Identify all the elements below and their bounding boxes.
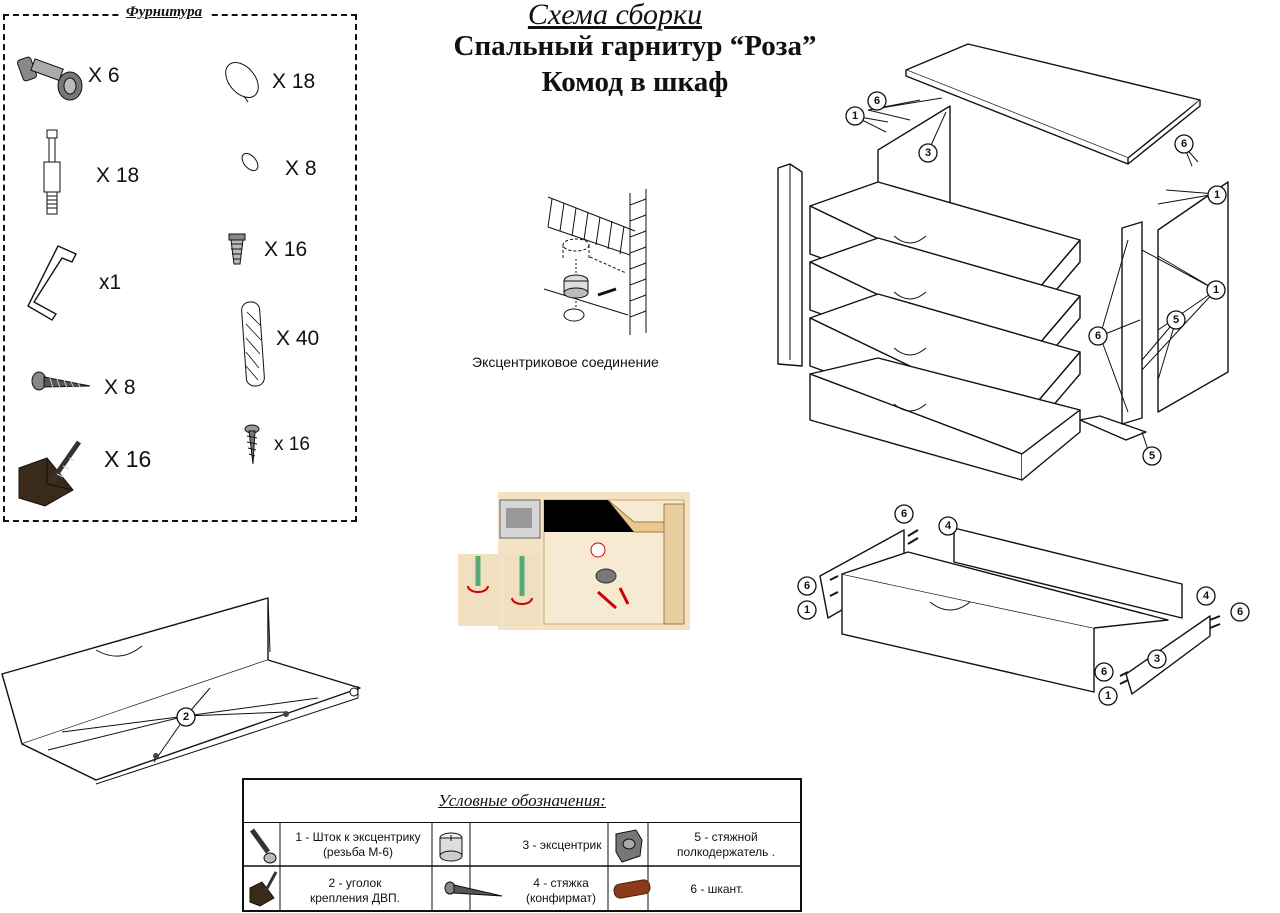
cam-connection-illustration bbox=[543, 189, 647, 335]
svg-text:1: 1 bbox=[1213, 284, 1219, 296]
svg-text:1: 1 bbox=[804, 604, 810, 616]
long-bolt-icon bbox=[43, 129, 61, 215]
callout-six-d: 6 bbox=[1094, 662, 1114, 682]
corner-bracket-icon bbox=[18, 440, 82, 507]
svg-text:1: 1 bbox=[852, 110, 858, 122]
svg-text:4: 4 bbox=[1203, 590, 1210, 602]
hex-key-icon bbox=[27, 245, 77, 321]
svg-text:6: 6 bbox=[874, 95, 880, 107]
svg-text:3: 3 bbox=[925, 147, 931, 159]
callout-six-b: 6 bbox=[797, 576, 817, 596]
svg-text:1: 1 bbox=[1105, 690, 1111, 702]
legend-item-2: 2 - уголок крепления ДВП. bbox=[280, 876, 430, 906]
corner-bracket-legend-icon bbox=[249, 871, 278, 907]
legend-item-6-line1: 6 - шкант. bbox=[690, 882, 744, 896]
svg-text:6: 6 bbox=[901, 508, 907, 520]
cam-assembly-photo bbox=[458, 492, 690, 630]
furniture-set-title: Спальный гарнитур “Роза” bbox=[453, 30, 817, 62]
legend-item-4-line1: 4 - стяжка bbox=[533, 876, 589, 890]
legend-item-4-line2: (конфирмат) bbox=[525, 891, 597, 905]
qty-long-bolt: X 18 bbox=[96, 164, 140, 187]
callout-four-b: 4 bbox=[1196, 586, 1216, 606]
svg-text:6: 6 bbox=[1095, 330, 1101, 342]
dresser-exploded-view: 6 1 3 6 1 1 5 6 5 bbox=[777, 43, 1229, 481]
qty-dowel: X 40 bbox=[276, 327, 320, 350]
callout-three-top: 3 bbox=[918, 143, 938, 163]
legend-item-3: 3 - эксцентрик bbox=[514, 838, 610, 853]
hardware-title: Фурнитура bbox=[120, 4, 209, 21]
callout-six-right: 6 bbox=[1174, 134, 1194, 154]
callout-five-bottom: 5 bbox=[1142, 446, 1162, 466]
qty-small-cap: X 8 bbox=[285, 157, 317, 180]
svg-text:4: 4 bbox=[945, 520, 952, 532]
svg-text:6: 6 bbox=[1101, 666, 1107, 678]
furniture-item-title: Комод в шкаф bbox=[541, 66, 729, 98]
legend-item-5: 5 - стяжной полкодержатель . bbox=[652, 830, 800, 860]
confirmat-legend-icon bbox=[444, 881, 503, 897]
svg-text:5: 5 bbox=[1173, 314, 1179, 326]
legend-title: Условные обозначения: bbox=[244, 780, 800, 823]
legend-item-1: 1 - Шток к эксцентрику (резьба М-6) bbox=[284, 830, 432, 860]
callout-one-right: 1 bbox=[1207, 185, 1227, 205]
qty-short-screw: X 16 bbox=[264, 238, 308, 261]
eccentric-rod-icon bbox=[17, 56, 83, 101]
callout-five-side: 5 bbox=[1166, 310, 1186, 330]
legend-item-2-line2: крепления ДВП. bbox=[309, 891, 401, 905]
legend-item-6: 6 - шкант. bbox=[652, 882, 782, 897]
svg-text:6: 6 bbox=[1181, 138, 1187, 150]
svg-text:6: 6 bbox=[1237, 606, 1243, 618]
drawer-exploded-view: 6 4 6 1 4 6 3 6 1 bbox=[797, 504, 1250, 706]
short-screw-icon bbox=[228, 233, 246, 265]
callout-six-side: 6 bbox=[1088, 326, 1108, 346]
eccentric-rod-legend-icon bbox=[249, 828, 277, 864]
qty-cap: X 18 bbox=[272, 70, 316, 93]
callout-one-b: 1 bbox=[797, 600, 817, 620]
callout-one-side: 1 bbox=[1206, 280, 1226, 300]
svg-text:5: 5 bbox=[1149, 450, 1155, 462]
legend-item-1-line1: 1 - Шток к эксцентрику bbox=[295, 830, 421, 844]
wood-screw-icon bbox=[244, 424, 260, 465]
qty-confirmat-screw: X 8 bbox=[104, 376, 136, 399]
shelf-holder-legend-icon bbox=[615, 829, 643, 863]
callout-six-c: 6 bbox=[1230, 602, 1250, 622]
svg-text:1: 1 bbox=[1214, 189, 1220, 201]
svg-text:2: 2 bbox=[183, 711, 189, 723]
callout-two: 2 bbox=[176, 707, 196, 727]
eccentric-legend-icon bbox=[439, 832, 463, 862]
legend-table: Условные обозначения: 1 - Шток к эксцент… bbox=[242, 778, 802, 912]
legend-item-1-line2: (резьба М-6) bbox=[322, 845, 394, 859]
qty-wood-screw: x 16 bbox=[274, 434, 310, 455]
confirmat-screw-icon bbox=[31, 371, 91, 391]
callout-six-top: 6 bbox=[867, 91, 887, 111]
cam-connection-caption: Эксцентриковое соединение bbox=[472, 354, 659, 370]
qty-hex-key: x1 bbox=[99, 271, 122, 294]
svg-text:6: 6 bbox=[804, 580, 810, 592]
small-cap-icon bbox=[241, 152, 259, 172]
svg-text:3: 3 bbox=[1154, 653, 1160, 665]
legend-item-4: 4 - стяжка (конфирмат) bbox=[514, 876, 608, 906]
legend-item-3-line1: 3 - эксцентрик bbox=[522, 838, 602, 852]
assembly-scheme-title: Схема сборки bbox=[527, 0, 703, 31]
legend-item-2-line1: 2 - уголок bbox=[328, 876, 382, 890]
cap-icon bbox=[225, 62, 259, 103]
callout-three-c: 3 bbox=[1147, 649, 1167, 669]
dowel-icon bbox=[241, 301, 265, 387]
callout-six-a: 6 bbox=[894, 504, 914, 524]
qty-corner-bracket: X 16 bbox=[104, 446, 152, 472]
legend-item-5-line2: полкодержатель . bbox=[676, 845, 776, 859]
drawer-back-view: 2 bbox=[1, 597, 361, 785]
qty-eccentric-rod: X 6 bbox=[88, 64, 120, 87]
callout-one-top: 1 bbox=[845, 106, 865, 126]
callout-four-a: 4 bbox=[938, 516, 958, 536]
callout-one-d: 1 bbox=[1098, 686, 1118, 706]
dowel-legend-icon bbox=[613, 879, 651, 899]
legend-item-5-line1: 5 - стяжной bbox=[694, 830, 758, 844]
